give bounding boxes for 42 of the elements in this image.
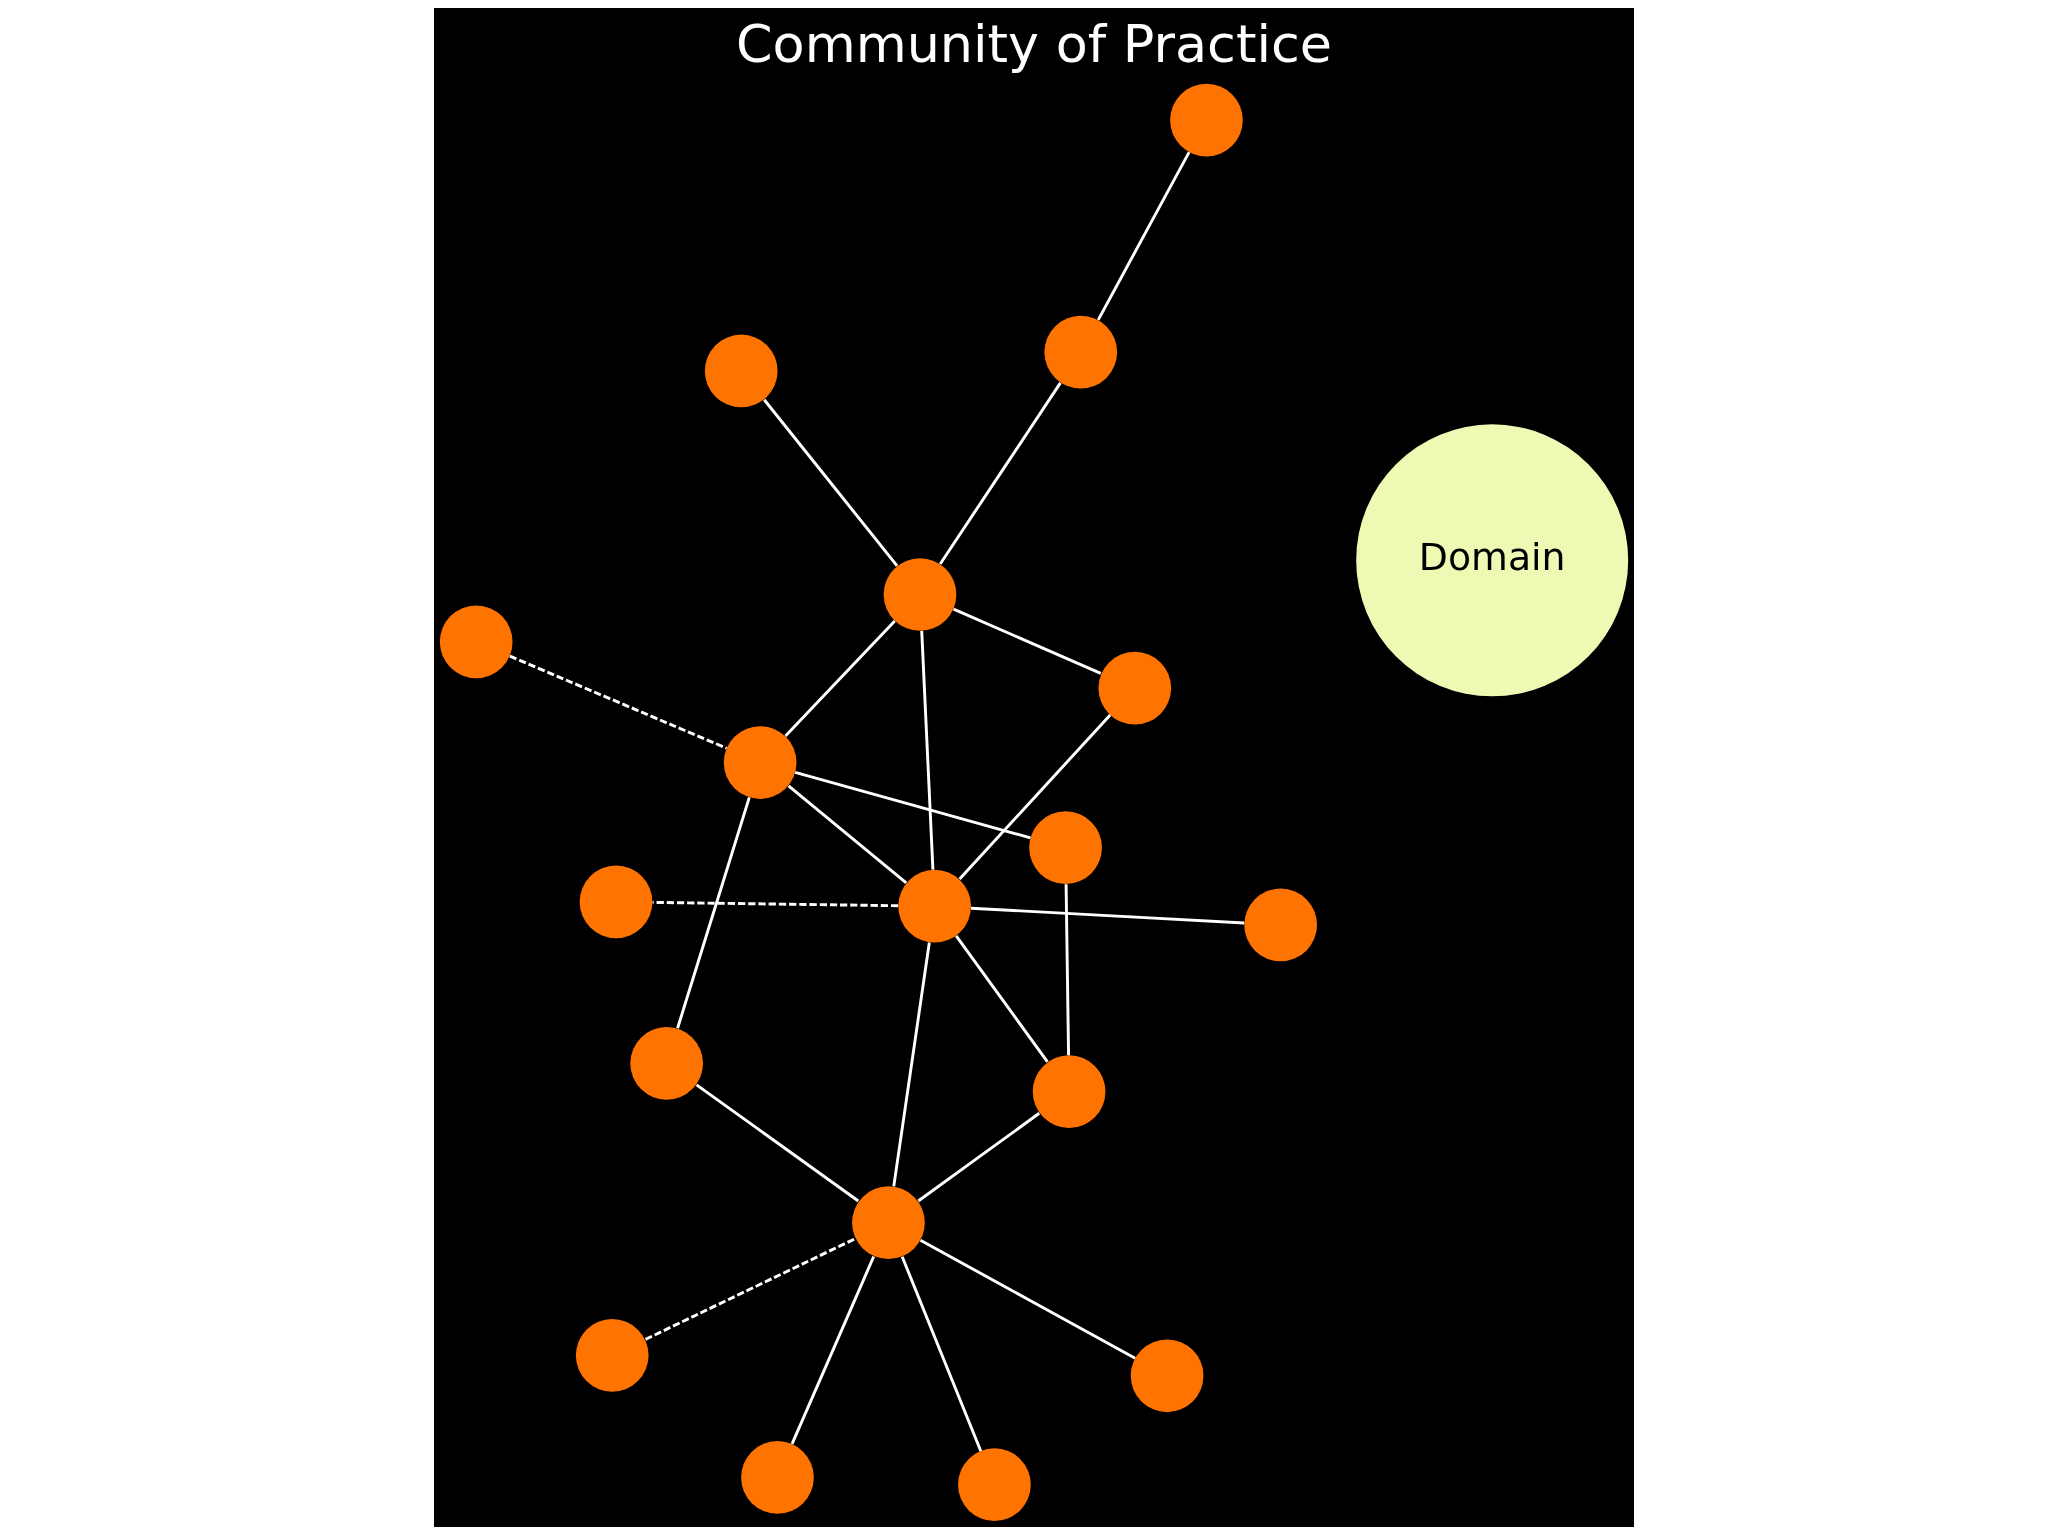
- diagram-title: Community of Practice: [735, 12, 1332, 74]
- node-circle: [1032, 1055, 1105, 1128]
- connector: [938, 382, 1062, 565]
- node-circle: [1043, 315, 1117, 389]
- node-circle: [579, 865, 652, 939]
- connector: [675, 796, 751, 1029]
- node-circle: [897, 869, 971, 943]
- connector: [900, 1256, 982, 1452]
- connector: [919, 1239, 1136, 1360]
- node-circle: [957, 1448, 1031, 1522]
- connector: [508, 654, 727, 750]
- node-circle: [575, 1319, 649, 1392]
- node-circle: [723, 726, 796, 799]
- node-circle: [851, 1186, 925, 1260]
- node-circle: [1169, 83, 1243, 157]
- connector: [916, 1112, 1040, 1203]
- node-circle: [740, 1441, 814, 1514]
- connector: [787, 784, 907, 884]
- node-circle: [1028, 811, 1102, 885]
- connector: [958, 714, 1111, 881]
- connector: [891, 942, 931, 1187]
- connector: [1064, 884, 1070, 1056]
- node-circle: [883, 558, 956, 631]
- node-circle: [704, 334, 778, 408]
- node-circle: [1243, 888, 1317, 962]
- connector: [794, 770, 1031, 840]
- connector: [644, 1237, 856, 1341]
- connector: [762, 398, 898, 567]
- node-circle: [629, 1027, 703, 1100]
- connector: [695, 1083, 859, 1203]
- node-circle: [439, 605, 513, 679]
- connector: [954, 935, 1049, 1063]
- node-circle: [1130, 1339, 1203, 1413]
- connector: [790, 1255, 875, 1445]
- connector: [783, 620, 896, 737]
- node-circle: Domain: [1355, 424, 1628, 697]
- connector: [1096, 151, 1190, 321]
- connector: [919, 630, 934, 870]
- connector: [652, 900, 898, 908]
- connector: [952, 607, 1101, 675]
- connector: [970, 906, 1244, 925]
- node-circle: [1097, 651, 1171, 725]
